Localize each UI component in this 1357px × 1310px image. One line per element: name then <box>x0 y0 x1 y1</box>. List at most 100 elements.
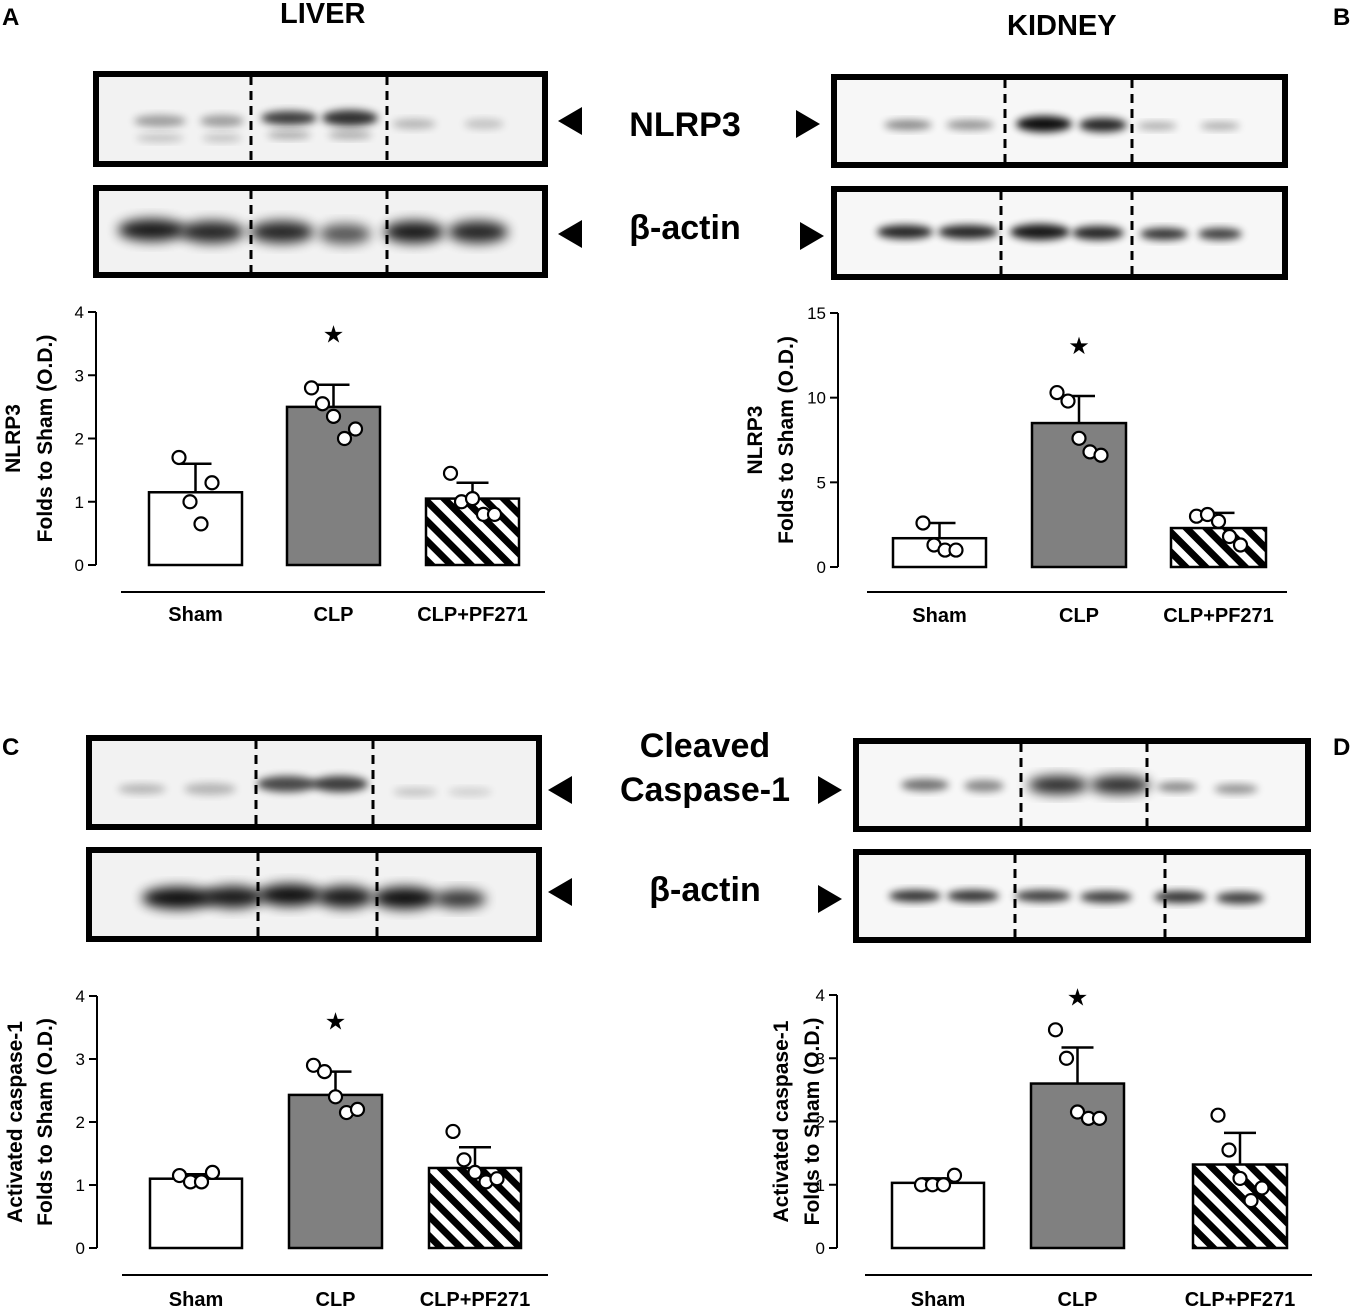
bar-sham <box>148 1177 244 1250</box>
blot-kidney-actin-bottom <box>853 849 1311 943</box>
blot-kidney-actin-top-band <box>1140 228 1188 240</box>
y-tick-label: 2 <box>816 1113 825 1132</box>
data-point <box>464 490 481 507</box>
bar-sham <box>890 1181 986 1250</box>
y-axis-label-line2: Folds to Sham (O.D.) <box>801 1018 824 1226</box>
data-point <box>1254 1180 1270 1196</box>
blot-kidney-nlrp3-bands <box>884 116 1240 132</box>
blot-liver-actin-bottom-band <box>203 886 263 908</box>
tissue-title-liver: LIVER <box>280 0 366 30</box>
x-tick-label: CLP+PF271 <box>1185 1289 1296 1310</box>
blot-kidney-caspase-bands <box>901 776 1258 794</box>
blot-liver-actin-bottom-band <box>317 886 373 908</box>
significance-star: ★ <box>325 1008 347 1036</box>
blot-liver-actin-bottom-band <box>373 887 437 909</box>
data-point <box>314 396 331 412</box>
blot-liver-nlrp3-band <box>202 134 242 142</box>
x-tick-label: Sham <box>912 605 966 627</box>
y-tick-label: 15 <box>807 304 826 323</box>
blot-liver-caspase-band <box>448 788 492 796</box>
blot-kidney-actin-top-frame <box>831 186 1288 280</box>
data-point <box>915 515 931 531</box>
blot-liver-caspase-frame <box>86 735 542 830</box>
blot-liver-caspase-band <box>312 776 368 792</box>
data-point <box>1049 384 1065 401</box>
significance-star: ★ <box>323 321 345 349</box>
blot-kidney-actin-top-band <box>938 225 998 239</box>
blot-liver-actin-top-band <box>319 224 371 244</box>
blot-kidney-nlrp3-frame <box>831 74 1288 168</box>
blot-liver-nlrp3-band <box>267 131 311 139</box>
bar-clp <box>285 405 382 567</box>
data-point <box>946 1167 963 1183</box>
x-tick-label: CLP <box>316 1289 356 1310</box>
data-point <box>1047 1022 1064 1038</box>
blot-liver-caspase <box>86 735 542 830</box>
blot-liver-caspase-bands <box>118 776 492 796</box>
blot-liver-caspase-band <box>257 776 317 792</box>
y-tick-label: 3 <box>75 366 84 385</box>
data-point <box>204 475 220 491</box>
data-point <box>1243 1192 1259 1209</box>
blot-kidney-caspase-band <box>1157 782 1197 792</box>
blot-liver-actin-top-band <box>118 219 186 241</box>
data-point <box>193 1174 210 1190</box>
blot-kidney-actin-bottom-band <box>1080 891 1132 903</box>
data-point <box>347 421 364 437</box>
blot-kidney-actin-bottom-band <box>889 890 941 902</box>
blot-kidney-actin-top-band <box>877 225 933 239</box>
significance-star: ★ <box>1067 983 1089 1011</box>
blot-kidney-caspase-band <box>901 779 949 791</box>
blot-liver-actin-top-band <box>384 221 444 243</box>
blot-liver-actin-top-bands <box>118 219 508 244</box>
blot-liver-actin-bottom-bands <box>142 884 486 909</box>
data-point <box>1060 393 1076 409</box>
data-point <box>445 1123 461 1140</box>
data-point <box>1232 1170 1248 1187</box>
data-point <box>336 430 353 447</box>
x-tick-label: CLP <box>1059 605 1099 627</box>
data-point <box>935 1177 952 1193</box>
blot-liver-nlrp3-band <box>200 115 244 127</box>
blot-kidney-actin-top-band <box>1072 226 1124 240</box>
blot-kidney-nlrp3-band <box>1079 118 1127 132</box>
y-tick-label: 1 <box>76 1176 85 1195</box>
data-point <box>171 449 187 466</box>
data-point <box>316 1063 333 1080</box>
significance-star: ★ <box>1068 332 1090 360</box>
arrow-liver-actin-bottom <box>548 878 572 906</box>
blot-kidney-caspase-band <box>1214 784 1258 794</box>
blot-liver-actin-top-frame <box>93 185 548 278</box>
data-point <box>204 1164 221 1181</box>
blot-label-actin-top: β-actin <box>629 209 741 247</box>
bar-clp-pf271 <box>427 1166 523 1250</box>
data-point <box>948 542 964 558</box>
blot-kidney-caspase-band <box>1028 776 1088 794</box>
y-tick-label: 1 <box>816 1176 825 1195</box>
blot-liver-nlrp3-band <box>464 119 504 129</box>
blot-kidney-actin-bottom-frame <box>853 849 1311 943</box>
blot-liver-actin-bottom-frame <box>86 847 542 942</box>
blot-liver-nlrp3-band <box>392 119 436 129</box>
blot-kidney-caspase-band <box>1090 776 1150 794</box>
panel-letter-c: C <box>2 734 20 761</box>
y-tick-label: 4 <box>76 987 85 1006</box>
arrow-liver-actin <box>558 220 582 248</box>
y-axis-label-line1: NLRP3 <box>2 404 25 473</box>
y-tick-label: 3 <box>816 1049 825 1068</box>
y-tick-label: 0 <box>76 1239 85 1258</box>
data-point <box>1093 447 1109 463</box>
blot-kidney-actin-top-band <box>1198 228 1242 240</box>
data-point <box>486 506 503 523</box>
y-axis-label-line1: Activated caspase-1 <box>4 1021 27 1223</box>
blot-liver-nlrp3-bands <box>134 110 504 142</box>
arrow-liver-caspase <box>548 776 572 804</box>
blot-kidney-actin-bottom-band <box>947 890 999 902</box>
data-point <box>193 516 209 532</box>
blot-liver-nlrp3-band <box>136 134 184 142</box>
y-tick-label: 10 <box>807 389 826 408</box>
